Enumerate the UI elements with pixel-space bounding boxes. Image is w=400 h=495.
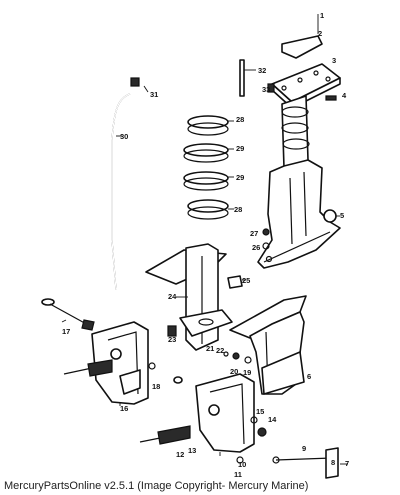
top-cover-plate bbox=[281, 14, 323, 59]
pad-25 bbox=[227, 275, 243, 289]
callout-7: 7 bbox=[345, 459, 349, 468]
callout-25: 25 bbox=[242, 276, 250, 285]
tilt-lock-parts bbox=[236, 447, 348, 479]
nut-14-15 bbox=[250, 416, 267, 437]
diagram-caption: MercuryPartsOnline v2.5.1 (Image Copyrig… bbox=[4, 480, 309, 492]
callout-15: 15 bbox=[256, 407, 264, 416]
callout-6: 6 bbox=[307, 372, 311, 381]
drive-shaft-housing bbox=[257, 63, 341, 269]
washers-18 bbox=[148, 362, 183, 384]
callout-8: 8 bbox=[331, 458, 335, 467]
callout-9: 9 bbox=[302, 444, 306, 453]
callout-29: 29 bbox=[236, 173, 244, 182]
callout-14: 14 bbox=[268, 415, 277, 424]
callout-2: 2 bbox=[318, 29, 322, 38]
clamp-screw-right bbox=[139, 425, 191, 445]
swivel-bracket bbox=[145, 243, 233, 351]
callout-1: 1 bbox=[320, 11, 324, 20]
callout-18: 18 bbox=[152, 382, 160, 391]
leader-lines bbox=[61, 85, 246, 456]
callout-33: 33 bbox=[262, 85, 270, 94]
callout-24: 24 bbox=[168, 292, 177, 301]
callout-19: 19 bbox=[243, 368, 251, 377]
callout-29: 29 bbox=[236, 144, 244, 153]
small-hardware bbox=[167, 325, 252, 364]
callout-26: 26 bbox=[252, 243, 260, 252]
callout-27: 27 bbox=[250, 229, 258, 238]
swivel-housing bbox=[229, 295, 307, 395]
callout-4: 4 bbox=[342, 91, 347, 100]
plug-5 bbox=[323, 209, 340, 223]
callout-22: 22 bbox=[216, 346, 224, 355]
callout-11: 11 bbox=[234, 470, 242, 479]
callout-10: 10 bbox=[238, 460, 246, 469]
small-fittings bbox=[262, 228, 270, 250]
callout-17: 17 bbox=[62, 327, 70, 336]
clamp-bracket-right bbox=[195, 373, 255, 453]
callout-13: 13 bbox=[188, 446, 196, 455]
bearing-stack bbox=[183, 115, 229, 220]
callout-32: 32 bbox=[258, 66, 266, 75]
callout-3: 3 bbox=[332, 56, 336, 65]
screw-33 bbox=[267, 83, 275, 93]
shaft-rod bbox=[239, 59, 256, 97]
callout-21: 21 bbox=[206, 344, 214, 353]
callout-12: 12 bbox=[176, 450, 184, 459]
bolt-17 bbox=[41, 298, 95, 331]
callout-28: 28 bbox=[234, 205, 242, 214]
callout-5: 5 bbox=[340, 211, 344, 220]
throttle-cable bbox=[111, 77, 140, 291]
callout-16: 16 bbox=[120, 404, 128, 413]
callout-20: 20 bbox=[230, 367, 238, 376]
callout-28: 28 bbox=[236, 115, 244, 124]
clamp-screw-left bbox=[63, 359, 113, 377]
callout-23: 23 bbox=[168, 335, 176, 344]
bolt-4 bbox=[325, 95, 337, 101]
callout-31: 31 bbox=[150, 90, 158, 99]
callout-30: 30 bbox=[120, 132, 128, 141]
clamp-bracket-left bbox=[91, 321, 149, 405]
